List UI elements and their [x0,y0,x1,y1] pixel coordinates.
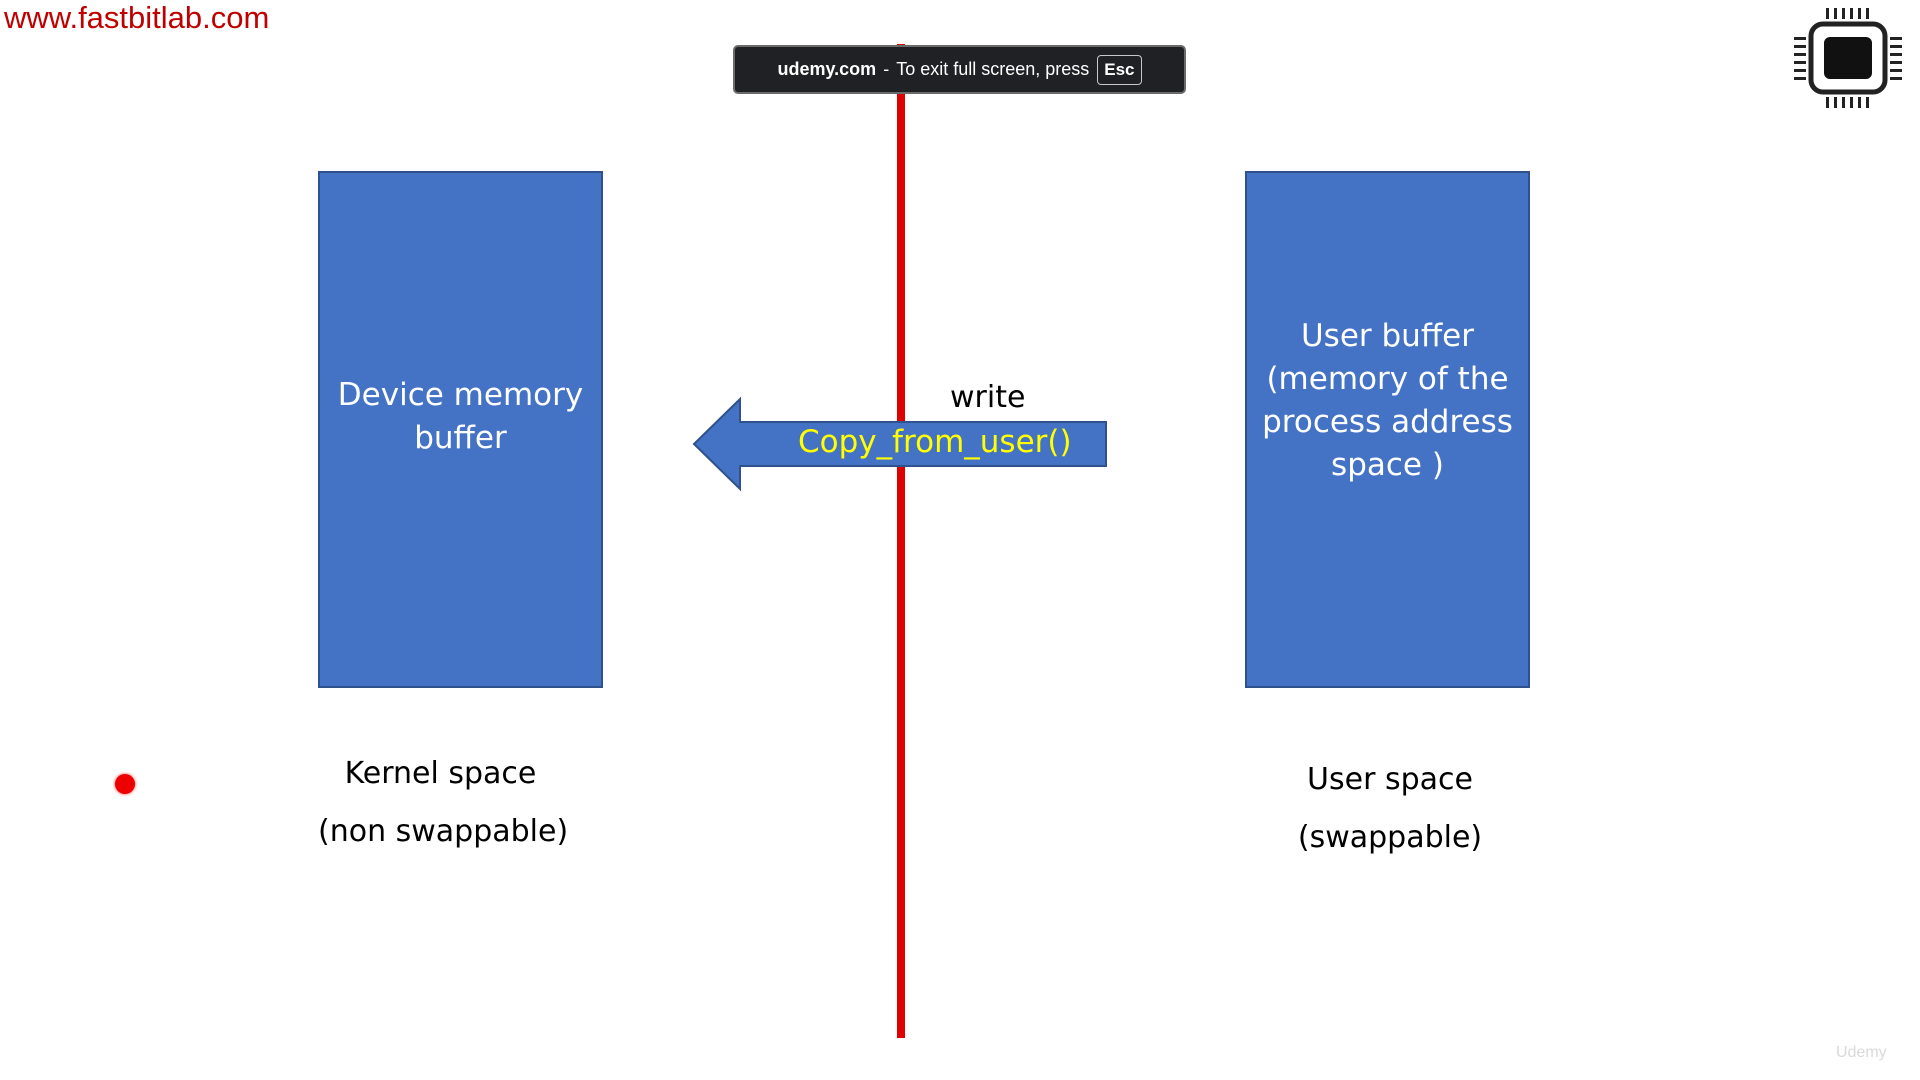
right-box-line-4: space ) [1331,446,1444,483]
toast-message: To exit full screen, press [896,59,1090,79]
left-box-line-1: Device memory [337,376,584,413]
left-arrow-icon [692,396,1107,492]
toast-separator: - [883,59,890,79]
right-box-line-2: (memory of the [1266,360,1509,397]
udemy-brand-mark: Udemy [1836,1044,1887,1061]
user-space-title: User space [1307,762,1473,797]
esc-key-badge[interactable]: Esc [1097,54,1142,85]
arrow-write-label: write [950,380,1026,415]
fullscreen-exit-notice: udemy.com - To exit full screen, press E… [733,45,1186,94]
kernel-user-boundary-line [897,44,905,1038]
user-space-note: (swappable) [1297,820,1483,855]
toast-domain: udemy.com [777,59,877,79]
right-box-line-1: User buffer [1300,317,1474,354]
kernel-space-title: Kernel space [344,756,537,791]
site-watermark: www.fastbitlab.com [4,0,270,35]
user-space-label: User space (swappable) [1285,751,1495,867]
laser-pointer-dot [115,774,135,794]
kernel-space-note: (non swappable) [318,814,569,849]
chip-icon [1794,8,1902,108]
left-box-line-2: buffer [414,419,507,456]
user-buffer-box: User buffer (memory of the process addre… [1245,171,1530,688]
device-memory-buffer-box: Device memory buffer [318,171,603,688]
arrow-function-label: Copy_from_user() [798,424,1072,460]
right-box-line-3: process address [1262,403,1513,440]
kernel-space-label: Kernel space (non swappable) [318,745,569,861]
